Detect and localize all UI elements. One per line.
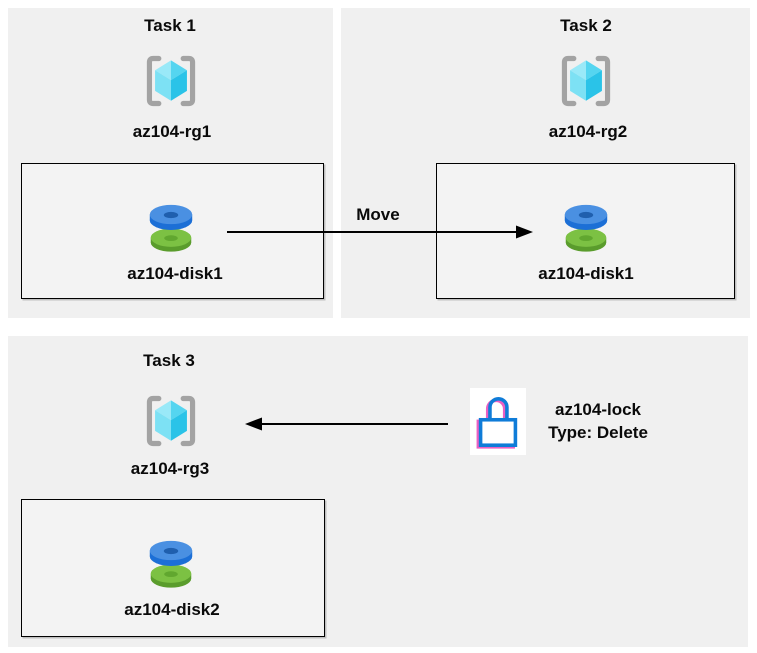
task2-title: Task 2 (560, 16, 612, 35)
task3-title: Task 3 (143, 351, 195, 370)
lock-icon (473, 392, 523, 452)
move-arrow-label: Move (356, 205, 400, 224)
lock-type: Type: Delete (548, 423, 648, 442)
lock-tile (470, 388, 526, 455)
resource-group-icon (556, 51, 616, 111)
resource-group-label: az104-rg2 (548, 122, 628, 141)
resource-group-icon (141, 51, 201, 111)
disk-label: az104-disk1 (127, 264, 223, 283)
disk-label: az104-disk1 (538, 264, 634, 283)
disk-icon (140, 202, 202, 256)
lock-name: az104-lock (555, 400, 641, 419)
resource-group-label: az104-rg3 (130, 459, 210, 478)
disk-icon (555, 202, 617, 256)
disk-label: az104-disk2 (124, 600, 220, 619)
lock-annotation: az104-lock Type: Delete (525, 398, 671, 444)
task1-title: Task 1 (144, 16, 196, 35)
disk-icon (140, 538, 202, 592)
resource-group-icon (141, 391, 201, 451)
resource-group-label: az104-rg1 (132, 122, 212, 141)
